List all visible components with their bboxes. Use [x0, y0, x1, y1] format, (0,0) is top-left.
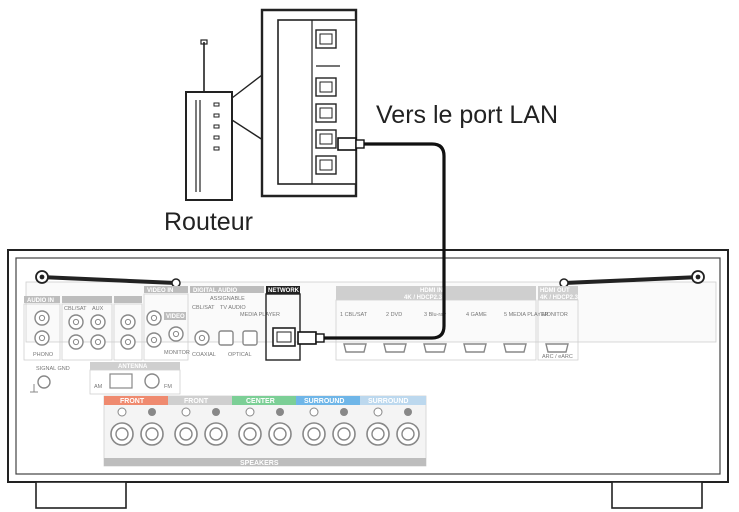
aux-label: AUX: [92, 306, 104, 312]
video-in-label: VIDEO IN: [147, 288, 173, 294]
speaker-group-label: CENTER: [246, 398, 275, 405]
speaker-terminal: [268, 408, 292, 446]
speaker-terminals: [110, 407, 420, 446]
fm-label: FM: [164, 384, 172, 390]
speaker-terminal: [396, 408, 420, 446]
video-in-section: VIDEO IN VIDEO MONITOR: [143, 286, 190, 361]
router-lan-port: [315, 29, 337, 49]
monitor-label: MONITOR: [542, 312, 568, 318]
digital-cbl-sat-label: CBL/SAT: [192, 305, 215, 311]
digital-audio-section: DIGITAL AUDIO ASSIGNABLE CBL/SAT TV AUDI…: [190, 286, 280, 358]
hdmi-out-hdcp-label: 4K / HDCP2.3: [540, 295, 579, 301]
speaker-group-band: [296, 396, 360, 405]
lan-port-label: Vers le port LAN: [376, 101, 558, 129]
assignable-label: ASSIGNABLE: [210, 296, 245, 302]
speaker-terminal: [110, 407, 134, 446]
speakers-label: SPEAKERS: [240, 460, 279, 467]
arc-label: ARC / eARC: [542, 354, 573, 360]
monitor-small-label: MONITOR: [164, 350, 190, 356]
router-illustration: [185, 39, 233, 201]
antenna-section: ANTENNA AM FM: [89, 362, 181, 395]
wireless-antenna-left: [35, 270, 181, 288]
router-lan-port: [315, 103, 337, 123]
speaker-group-label: FRONT: [120, 398, 145, 405]
network-section: NETWORK: [265, 286, 301, 361]
speaker-group-band: [360, 396, 426, 405]
network-label: NETWORK: [268, 288, 300, 294]
audio-in-section: AUDIO IN PHONO: [23, 296, 61, 361]
speaker-terminal: [302, 407, 326, 446]
zoom-callout-lines: [231, 71, 267, 143]
speaker-group-label: FRONT: [184, 398, 209, 405]
video-out-label: VIDEO: [166, 314, 185, 320]
router-label: Routeur: [164, 208, 253, 236]
media-player-label: MEDIA PLAYER: [240, 312, 280, 318]
hdmi-input-label: 3 Blu-ray: [424, 312, 446, 318]
hdmi-in-section: HDMI IN 4K / HDCP2.3 1 CBL/SAT 2 DVD 3 B…: [335, 286, 549, 361]
hdmi-in-label: HDMI IN: [420, 288, 443, 294]
receiver-foot-left: [35, 481, 127, 509]
network-lan-port: [272, 327, 296, 347]
hdmi-input-label: 1 CBL/SAT: [340, 312, 368, 318]
cable-plug-receiver: [297, 331, 325, 345]
hdmi-out-section: HDMI OUT 4K / HDCP2.3 MONITOR ARC / eARC: [537, 286, 579, 361]
router-zoom-panel: [260, 8, 358, 198]
cable-plug-router: [337, 137, 365, 151]
signal-gnd-label: SIGNAL GND: [36, 366, 70, 372]
speaker-terminal: [366, 407, 390, 446]
hdmi-input-label: 5 MEDIA PLAYER: [504, 312, 549, 318]
router-lan-port: [315, 77, 337, 97]
digital-audio-label: DIGITAL AUDIO: [193, 288, 238, 294]
router-lan-port-connected: [315, 129, 337, 149]
speaker-group-label: SURROUND: [368, 398, 408, 405]
pre-out-section: [113, 296, 143, 361]
speaker-group-band: [168, 396, 232, 405]
phono-label: PHONO: [33, 352, 54, 358]
router-lan-port: [315, 155, 337, 175]
speaker-group-label: SURROUND: [304, 398, 344, 405]
speaker-terminal: [238, 407, 262, 446]
hdmi-in-hdcp-label: 4K / HDCP2.3: [404, 295, 443, 301]
hdmi-out-label: HDMI OUT: [540, 288, 570, 294]
speaker-group-band: [232, 396, 296, 405]
audio-in-label: AUDIO IN: [27, 298, 54, 304]
optical-label: OPTICAL: [228, 352, 252, 358]
antenna-label: ANTENNA: [118, 364, 148, 370]
speaker-terminal: [174, 407, 198, 446]
signal-gnd-section: SIGNAL GND: [30, 366, 70, 393]
am-label: AM: [94, 384, 103, 390]
analog-audio-section: CBL/SAT AUX: [61, 296, 113, 361]
coaxial-label: COAXIAL: [192, 352, 216, 358]
hdmi-input-label: 4 GAME: [466, 312, 487, 318]
tv-audio-label: TV AUDIO: [220, 305, 246, 311]
lan-cable: [297, 137, 446, 345]
speaker-group-band: [104, 396, 168, 405]
speaker-terminal: [204, 408, 228, 446]
hdmi-input-label: 2 DVD: [386, 312, 402, 318]
speaker-terminal: [140, 408, 164, 446]
speaker-terminal: [332, 408, 356, 446]
cbl-sat-label: CBL/SAT: [64, 306, 87, 312]
receiver-foot-right: [611, 481, 703, 509]
